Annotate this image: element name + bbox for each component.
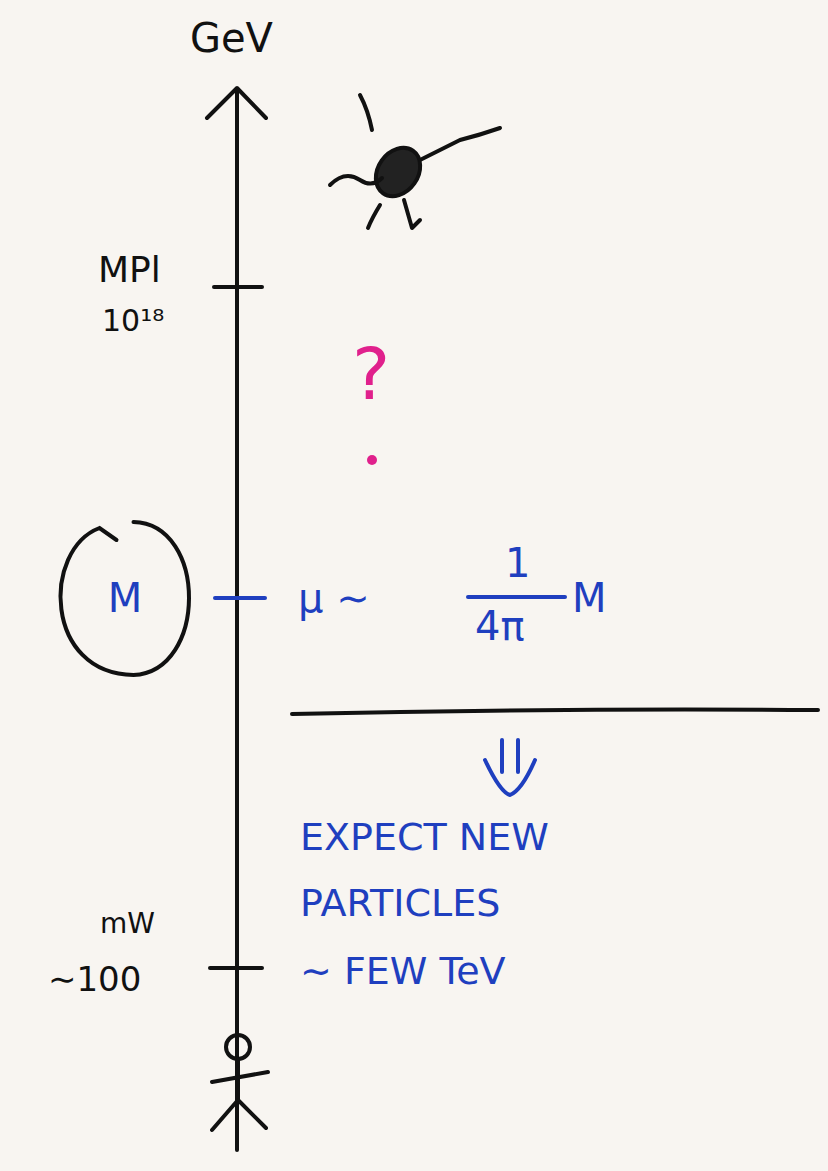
energy-axis — [235, 92, 239, 1150]
axis-arrowhead — [207, 88, 266, 118]
fraction-denominator: 4π — [475, 606, 525, 646]
circled-scale: M — [40, 518, 210, 678]
conclusion-text: PARTICLES — [300, 884, 500, 922]
magenta-dot — [367, 455, 377, 465]
planck-mass: MPl — [98, 252, 161, 288]
stick-figure — [212, 1035, 268, 1130]
w-mass: mW — [100, 910, 155, 938]
fraction-bar — [468, 595, 565, 599]
scale-symbol: M — [108, 578, 143, 618]
planck-value: 10¹⁸ — [102, 306, 164, 336]
fraction-numerator: 1 — [505, 543, 530, 583]
question-mark: ? — [352, 338, 390, 410]
implies-arrow — [485, 740, 535, 795]
w-mass-value: ∼100 — [48, 962, 141, 996]
black-hole-doodle — [330, 95, 500, 228]
separator-line — [292, 710, 818, 715]
conclusion-text: ∼ FEW TeV — [300, 952, 506, 990]
mass-symbol: M — [572, 578, 607, 618]
tick — [210, 966, 262, 970]
tick — [214, 285, 262, 289]
relation-text: μ ∼ — [298, 578, 370, 618]
conclusion-text: EXPECT NEW — [300, 818, 549, 856]
tick — [215, 596, 265, 600]
axis-unit: GeV — [190, 18, 273, 58]
